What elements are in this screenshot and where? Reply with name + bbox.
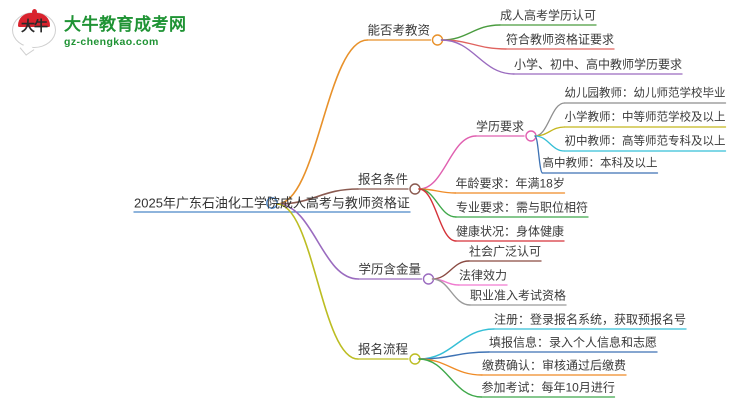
site-logo: 大牛 大牛教育成考网 gz-chengkao.com (12, 8, 192, 56)
mindmap-edge (418, 358, 483, 376)
mindmap-edge (440, 24, 501, 41)
mindmap-node-label[interactable]: 专业要求：需与职位相符 (456, 200, 589, 215)
mindmap-node-hub[interactable] (266, 197, 278, 209)
mindmap-node-label[interactable]: 健康状况：身体健康 (456, 224, 565, 239)
mindmap-node-label[interactable]: 小学、初中、高中教师学历要求 (514, 57, 683, 72)
mindmap-edge (276, 203, 359, 360)
mindmap-node-label[interactable]: 学历含金量 (358, 262, 422, 277)
mindmap-node-label[interactable]: 填报信息：录入个人信息和志愿 (489, 335, 658, 350)
mindmap-edge (534, 102, 566, 137)
red-cap-icon (18, 9, 50, 27)
mindmap-node-label[interactable]: 参加考试：每年10月进行 (481, 380, 615, 395)
mindmap-node-label[interactable]: 年龄要求：年满18岁 (455, 176, 565, 191)
mindmap-node-label[interactable]: 成人高考学历认可 (500, 8, 597, 23)
mindmap-node-label[interactable]: 社会广泛认可 (469, 244, 542, 259)
mindmap-node-label[interactable]: 小学教师：中等师范学校及以上 (564, 111, 726, 124)
mindmap-edge (418, 351, 490, 360)
logo-subtitle: gz-chengkao.com (64, 36, 159, 48)
mindmap-node-label[interactable]: 高中教师：本科及以上 (542, 157, 658, 170)
mindmap-node-label[interactable]: 注册：登录报名系统，获取预报名号 (494, 312, 687, 327)
mindmap-edge (418, 358, 483, 398)
mindmap-node-label[interactable]: 能否考教资 (367, 23, 431, 38)
mindmap-node-label[interactable]: 报名条件 (358, 172, 409, 187)
mindmap-root-label[interactable]: 2025年广东石油化工学院成人高考与教师资格证 (134, 195, 410, 211)
mindmap-node-label[interactable]: 法律效力 (459, 268, 508, 283)
mindmap-edge (276, 39, 369, 205)
mindmap-node-label[interactable]: 学历要求 (476, 119, 525, 134)
mindmap-edge (440, 39, 515, 75)
mindmap-edge (431, 260, 470, 280)
logo-mark-icon: 大牛 (12, 9, 58, 54)
logo-title: 大牛教育成考网 (64, 15, 187, 34)
mindmap-edge (431, 278, 471, 306)
logo-text-block: 大牛教育成考网 gz-chengkao.com (64, 15, 187, 49)
mindmap-edge (418, 135, 477, 190)
mindmap-edge (534, 135, 566, 152)
mindmap-node-label[interactable]: 初中教师：高等师范专科及以上 (564, 135, 726, 148)
mindmap-node-label[interactable]: 缴费确认：审核通过后缴费 (482, 358, 627, 373)
mindmap-edge (276, 203, 360, 280)
mindmap-edge (534, 135, 544, 174)
logo-glyph-text: 大牛 (21, 19, 48, 35)
mindmap-node-label[interactable]: 符合教师资格证要求 (506, 32, 615, 47)
mindmap-node-label[interactable]: 幼儿园教师：幼儿师范学校毕业 (564, 87, 726, 100)
mindmap-node-label[interactable]: 职业准入考试资格 (470, 288, 567, 303)
mindmap-edge (276, 188, 359, 205)
mindmap-node-label[interactable]: 报名流程 (358, 342, 409, 357)
mindmap-edge (418, 188, 457, 242)
